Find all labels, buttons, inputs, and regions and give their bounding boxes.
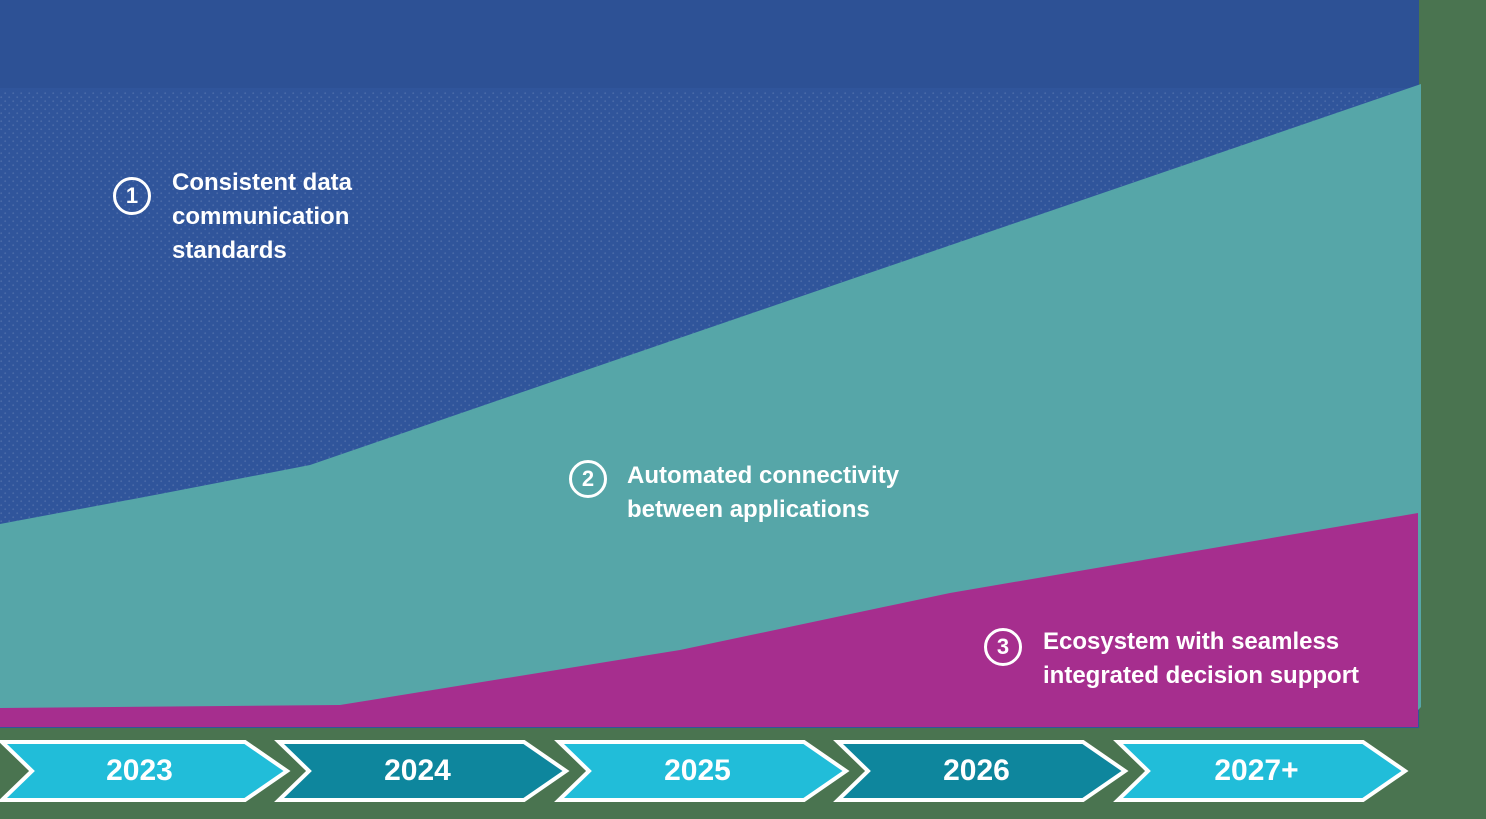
phase2-label: Automated connectivity between applicati… xyxy=(627,462,900,523)
chevron-2023 xyxy=(0,740,291,802)
phase1-number: 1 xyxy=(125,183,139,208)
phase1-label: Consistent data communication standards xyxy=(172,169,353,264)
phase2-label-group: 2 Automated connectivity between applica… xyxy=(569,460,947,527)
phase3-label-group: 3 Ecosystem with seamless integrated dec… xyxy=(984,628,1383,693)
chevron-2024 xyxy=(274,740,570,802)
timeline-year-2026: 2026 xyxy=(943,754,1010,787)
phase2-number-badge: 2 xyxy=(569,460,607,498)
chevron-2026 xyxy=(833,740,1129,802)
timeline-year-2024: 2024 xyxy=(384,754,451,787)
phase2-number: 2 xyxy=(581,466,595,491)
chevron-2025 xyxy=(554,740,850,802)
phase1-number-badge: 1 xyxy=(113,177,151,215)
phase2-area xyxy=(0,84,1421,727)
phase3-number-badge: 3 xyxy=(984,628,1022,666)
chevron-2027 xyxy=(1113,740,1409,802)
phase3-number: 3 xyxy=(996,634,1010,659)
phase3-area xyxy=(0,513,1418,727)
timeline-year-2023: 2023 xyxy=(106,754,173,787)
phase1-label-group: 1 Consistent data communication standard… xyxy=(113,169,387,268)
phase1-top-band xyxy=(0,0,1419,90)
timeline-year-2025: 2025 xyxy=(664,754,731,787)
phase3-label: Ecosystem with seamless integrated decis… xyxy=(1043,628,1360,689)
timeline-year-2027: 2027+ xyxy=(1214,754,1299,787)
